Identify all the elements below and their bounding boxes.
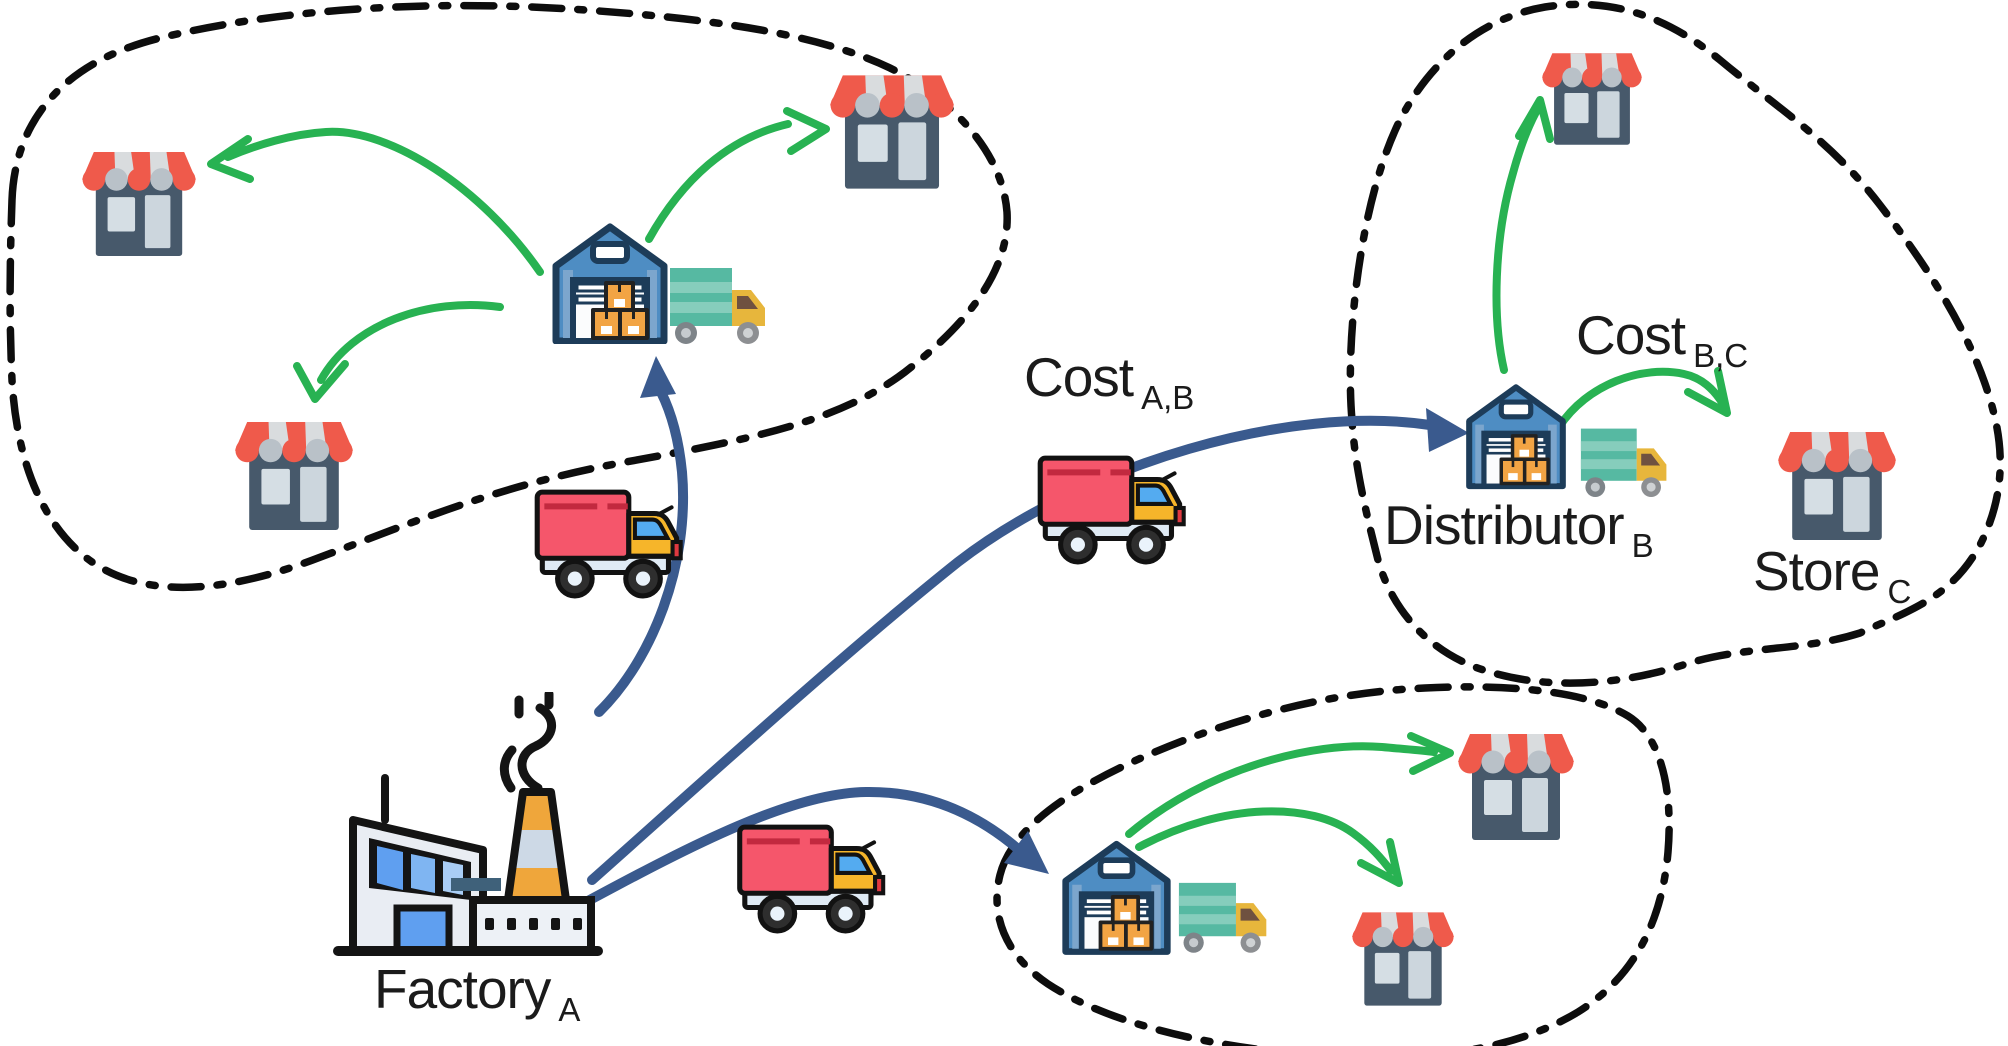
box-truck-icon xyxy=(1040,458,1183,562)
store-c-label-subscript: C xyxy=(1887,573,1912,610)
distributor-b-label-subscript: B xyxy=(1631,527,1654,564)
route-arrow-factory-to-northwest-hub xyxy=(594,356,688,717)
route-arrowhead xyxy=(1004,831,1049,874)
cost-bc-label-text: Cost xyxy=(1576,304,1686,366)
factory-label-text: Factory xyxy=(374,958,551,1020)
store-c-label-text: Store xyxy=(1753,540,1880,602)
delivery-arrow-nw-store-right xyxy=(645,107,830,243)
delivery-arrow-ne-store-top xyxy=(1492,96,1554,374)
delivery-arrow-b-to-store-c xyxy=(1555,367,1731,431)
box-truck-icon xyxy=(740,827,883,931)
route-arrow-factory-to-southeast-hub xyxy=(581,786,1049,907)
delivery-arrow-se-store-bottom xyxy=(1135,807,1403,887)
storefront-icon xyxy=(82,151,196,257)
distributor-b-label-text: Distributor xyxy=(1384,494,1625,556)
factory-label-subscript: A xyxy=(558,991,581,1028)
storefront-icon xyxy=(1777,432,1897,540)
delivery-arrow-nw-store-left xyxy=(207,127,544,276)
storefront-icon xyxy=(1352,912,1454,1006)
cluster-outline-southeast xyxy=(993,683,1673,1046)
cluster-outline-northwest xyxy=(6,1,1011,592)
warehouse-icon xyxy=(556,227,664,341)
route-arrows xyxy=(581,356,1469,907)
route-arrowhead xyxy=(640,356,676,398)
storefront-icon xyxy=(830,75,954,189)
cost-bc-label-subscript: B,C xyxy=(1693,337,1749,374)
delivery-arrow-se-store-top xyxy=(1125,732,1454,838)
cargo-truck-icon xyxy=(670,268,765,344)
cargo-truck-icon xyxy=(1178,882,1267,953)
warehouse-icon xyxy=(1469,387,1563,486)
cluster-outline-northeast xyxy=(1346,0,2004,687)
route-arrow-factory-to-distributor-b xyxy=(587,408,1469,885)
factory-icon xyxy=(333,694,603,956)
storefront-icon xyxy=(1542,53,1642,145)
delivery-arrow-nw-store-bottom xyxy=(293,300,504,403)
warehouse-icon xyxy=(1066,844,1168,951)
cargo-truck-icon xyxy=(1580,428,1667,497)
box-truck-icon xyxy=(537,492,680,596)
cost-ab-label-text: Cost xyxy=(1024,346,1134,408)
storefront-icon xyxy=(1458,734,1574,840)
route-arrowhead xyxy=(1426,408,1469,452)
storefront-icon xyxy=(234,422,354,530)
cost-ab-label-subscript: A,B xyxy=(1141,379,1195,416)
